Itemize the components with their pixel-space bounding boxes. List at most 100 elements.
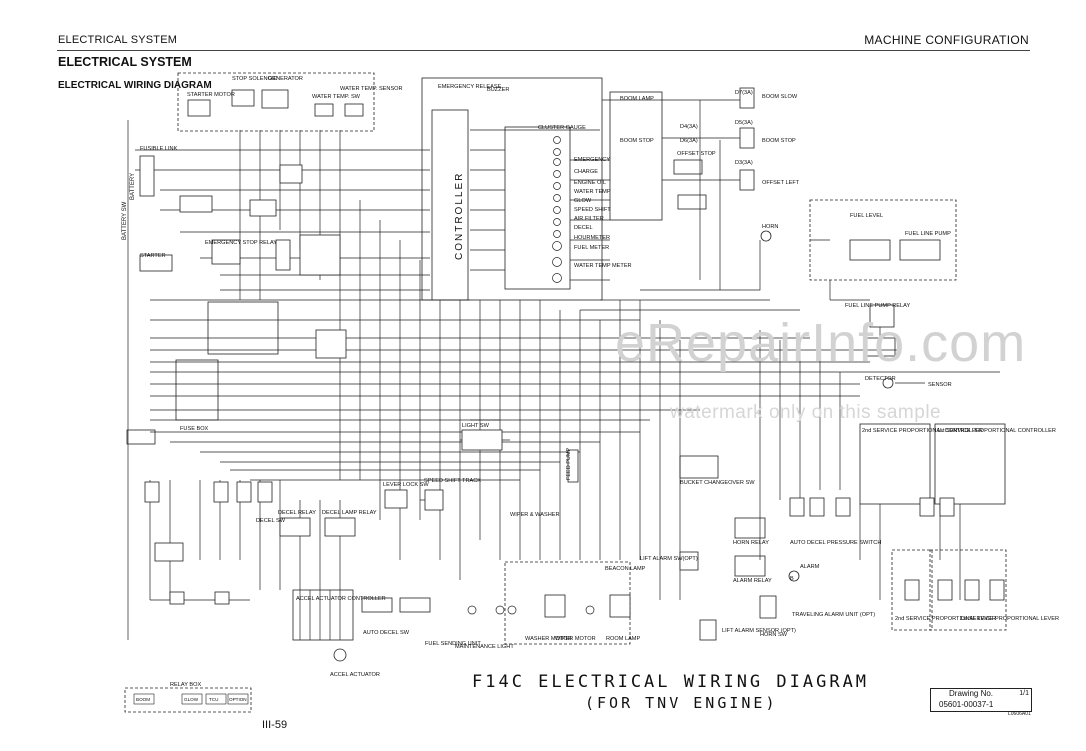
label-water-temp: WATER TEMP [574, 189, 611, 195]
small-relay-symbol [126, 429, 156, 445]
label-emergency-release: EMERGENCY RELEASE [438, 84, 502, 90]
diagram-subtitle-heading: ELECTRICAL WIRING DIAGRAM [58, 80, 212, 91]
cluster-gauge-box [504, 126, 571, 290]
prop-lever-1-box [929, 549, 1007, 631]
label-prop-ctrl-2: 2nd SERVICE PROPORTIONAL CONTROLLER [862, 428, 983, 434]
bucket-sw-symbol [679, 455, 719, 479]
wire-harness [127, 99, 1000, 640]
label-washer-motor: WASHER MOTOR [525, 636, 572, 642]
label-generator: GENERATOR [268, 76, 303, 82]
drawing-number-box: Drawing No. 05601-00037-1 1/1 [930, 688, 1032, 712]
alarm-relay-symbol [734, 555, 766, 577]
starter-motor-symbol [187, 99, 211, 117]
label-lift-alarm-sensor: LIFT ALARM SENSOR (OPT) [722, 628, 796, 634]
alarm-symbol [788, 570, 800, 582]
label-charge: CHARGE [574, 169, 598, 175]
label-fuel-line-pump: FUEL LINE PUMP [905, 231, 951, 237]
label-water-temp-sw: WATER TEMP. SW [312, 94, 361, 100]
label-horn-sw: HORN SW [760, 632, 788, 638]
label-dip-d4: D4(3A) [680, 124, 698, 130]
label-feed-pump: FEED PUMP [566, 448, 572, 480]
stop-solenoid-symbol [231, 89, 255, 107]
offset-stop-symbol [673, 159, 703, 175]
horn-relay-symbol [734, 517, 766, 539]
label-controller: CONTROLLER [454, 172, 465, 260]
prop-ctrl-2-box [859, 423, 931, 505]
label-speed-shift: SPEED SHIFT [574, 207, 611, 213]
label-decel-relay: DECEL RELAY [278, 510, 316, 516]
label-decel-lamp-relay: DECEL LAMP RELAY [322, 510, 377, 516]
water-temp-sw-symbol [314, 103, 334, 117]
drawing-label: Drawing No. [949, 689, 994, 698]
boom-lamp-box [609, 91, 663, 221]
label-decel: DECEL [574, 225, 593, 231]
relay-box-items [133, 693, 249, 705]
diagram-engine-subtitle: (FOR TNV ENGINE) [585, 694, 778, 712]
label-engine-oil: ENGINE OIL [574, 180, 606, 186]
label-wiper-motor: WIPER MOTOR [555, 636, 596, 642]
label-traveling-alarm-unit: TRAVELING ALARM UNIT (OPT) [792, 612, 875, 618]
label-boom-slow: BOOM SLOW [762, 94, 798, 100]
prop-lever-2-box [891, 549, 933, 631]
label-speed-shift-track: SPEED SHIFT TRACK [424, 478, 481, 484]
section-title: ELECTRICAL SYSTEM [58, 55, 192, 69]
label-auto-decel-sw: AUTO DECEL SW [363, 630, 410, 636]
horn-symbol [760, 230, 772, 242]
label-fuel-line-pump-relay: FUEL LINE PUMP RELAY [845, 303, 910, 309]
label-starter: STARTER [140, 253, 166, 259]
relay-item-glow: GLOW [184, 697, 199, 702]
label-buzzer: BUZZER [487, 87, 509, 93]
label-fuel-meter: FUEL METER [574, 245, 609, 251]
label-water-temp-sensor: WATER TEMP. SENSOR [340, 86, 403, 92]
label-light-sw: LIGHT SW [462, 423, 490, 429]
label-detector: DETECTOR [865, 376, 896, 382]
label-alarm-relay: ALARM RELAY [733, 578, 772, 584]
label-horn-relay: HORN RELAY [733, 540, 769, 546]
header-left: ELECTRICAL SYSTEM [58, 34, 178, 46]
accel-actuator-symbol [333, 648, 347, 662]
label-fusible-link: FUSIBLE LINK [140, 146, 178, 152]
relay-item-boom: BOOM [136, 697, 150, 702]
drawing-number: 05601-00037-1 [939, 700, 994, 709]
label-cluster-gauge: CLUSTER GAUGE [538, 125, 586, 131]
label-water-temp-meter: WATER TEMP METER [574, 263, 632, 269]
drawing-code: L0606A01 [1008, 711, 1031, 717]
watermark-main: eRepairInfo.com [615, 313, 1027, 373]
label-accel-actuator: ACCEL ACTUATOR [330, 672, 380, 678]
header-right: MACHINE CONFIGURATION [864, 33, 1029, 47]
label-wiper-washer: WIPER & WASHER [510, 512, 560, 518]
diagram-title: F14C ELECTRICAL WIRING DIAGRAM [472, 672, 870, 692]
label-prop-lever-2: 2nd SERVICE PROPORTIONAL LEVER [895, 616, 996, 622]
page-number: III-59 [262, 719, 288, 731]
label-emergency: EMERGENCY [574, 157, 610, 163]
drawing-sheet: 1/1 [1019, 690, 1029, 697]
label-fuse-box: FUSE BOX [180, 426, 209, 432]
label-hourmeter: HOURMETER [574, 235, 610, 241]
label-dip-d5: D5(3A) [735, 120, 753, 126]
label-lever-lock-sw: LEVER LOCK SW [383, 482, 429, 488]
label-lift-alarm-sw: LIFT ALARM SW(OPT) [640, 556, 698, 562]
header-rule [57, 50, 1030, 51]
relay-item-tcu: TCU [209, 697, 218, 702]
boom-stop-sol [739, 127, 755, 149]
offset-left-sol [739, 169, 755, 191]
cluster-indicators [467, 136, 595, 615]
emergency-relay-box [207, 301, 279, 355]
water-temp-sensor-symbol [344, 103, 364, 117]
label-alarm-tag: B [790, 576, 794, 582]
rotated-labels: CONTROLLER BATTERY SW BATTERY FEED PUMP [122, 172, 572, 480]
label-fuel-sending-unit: FUEL SENDING UNIT [425, 641, 481, 647]
small-components [139, 155, 1005, 641]
label-room-lamp: ROOM LAMP [606, 636, 640, 642]
label-boom-lamp: BOOM LAMP [620, 96, 654, 102]
label-prop-lever-1: 1st SERVICE PROPORTIONAL LEVER [960, 616, 1059, 622]
label-alarm: ALARM [800, 564, 820, 570]
label-battery: BATTERY [130, 173, 136, 200]
label-sensor: SENSOR [928, 382, 952, 388]
label-fuel-level: FUEL LEVEL [850, 213, 883, 219]
label-battery-sw: BATTERY SW [122, 201, 128, 240]
label-horn: HORN [762, 224, 778, 230]
label-relay-box: RELAY BOX [170, 682, 201, 688]
controller-box [421, 77, 603, 301]
